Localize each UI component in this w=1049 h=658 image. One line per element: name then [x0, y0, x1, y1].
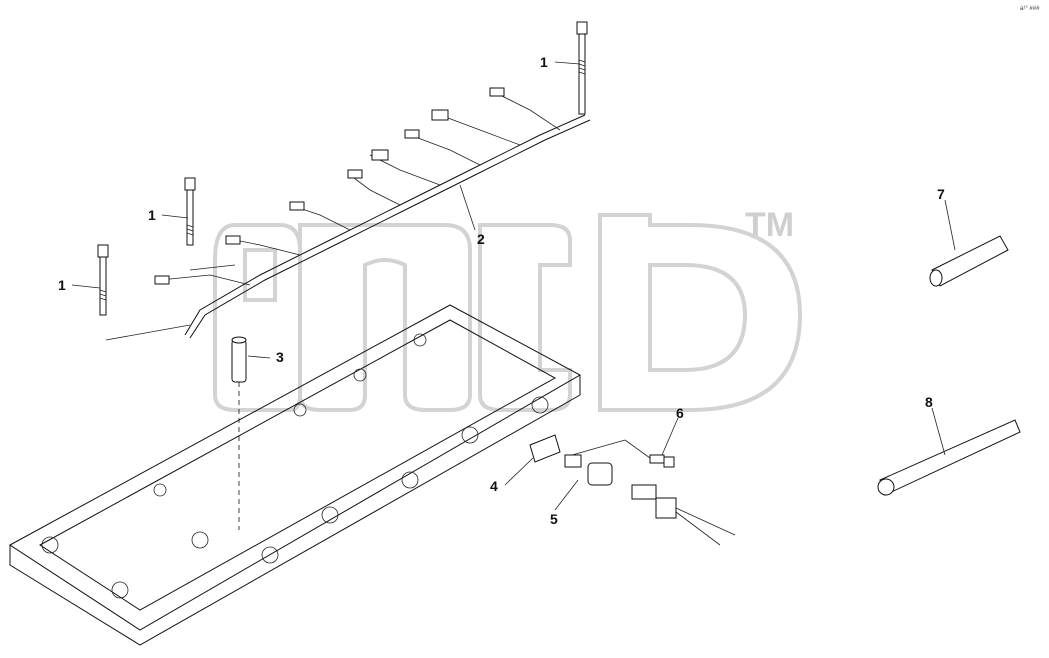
tube-7	[929, 235, 1009, 287]
callout-1-top: 1	[540, 54, 548, 70]
watermark-tm: TM	[745, 206, 794, 244]
leader-lines	[71, 61, 956, 511]
watermark-logo	[213, 213, 803, 412]
cable-tie-8	[877, 419, 1021, 496]
callout-1-left: 1	[58, 277, 66, 293]
callout-1-middle: 1	[148, 207, 156, 223]
bolt-1-left	[97, 244, 109, 316]
reference-code: a¹° ###	[1020, 6, 1040, 12]
callout-5: 5	[550, 511, 558, 527]
callout-7: 7	[937, 186, 945, 202]
callout-4: 4	[490, 478, 498, 494]
plate-4	[529, 434, 561, 463]
gasket-frame	[9, 304, 582, 646]
screw-6	[649, 454, 675, 468]
callout-2: 2	[477, 231, 485, 247]
connector-5	[564, 454, 736, 546]
bolt-1-middle	[184, 177, 196, 246]
bolt-1-right	[576, 21, 588, 115]
wiring-harness	[154, 87, 591, 339]
callout-6: 6	[676, 405, 684, 421]
callout-8: 8	[925, 394, 933, 410]
callout-3: 3	[276, 349, 284, 365]
sleeve-3	[231, 336, 247, 383]
